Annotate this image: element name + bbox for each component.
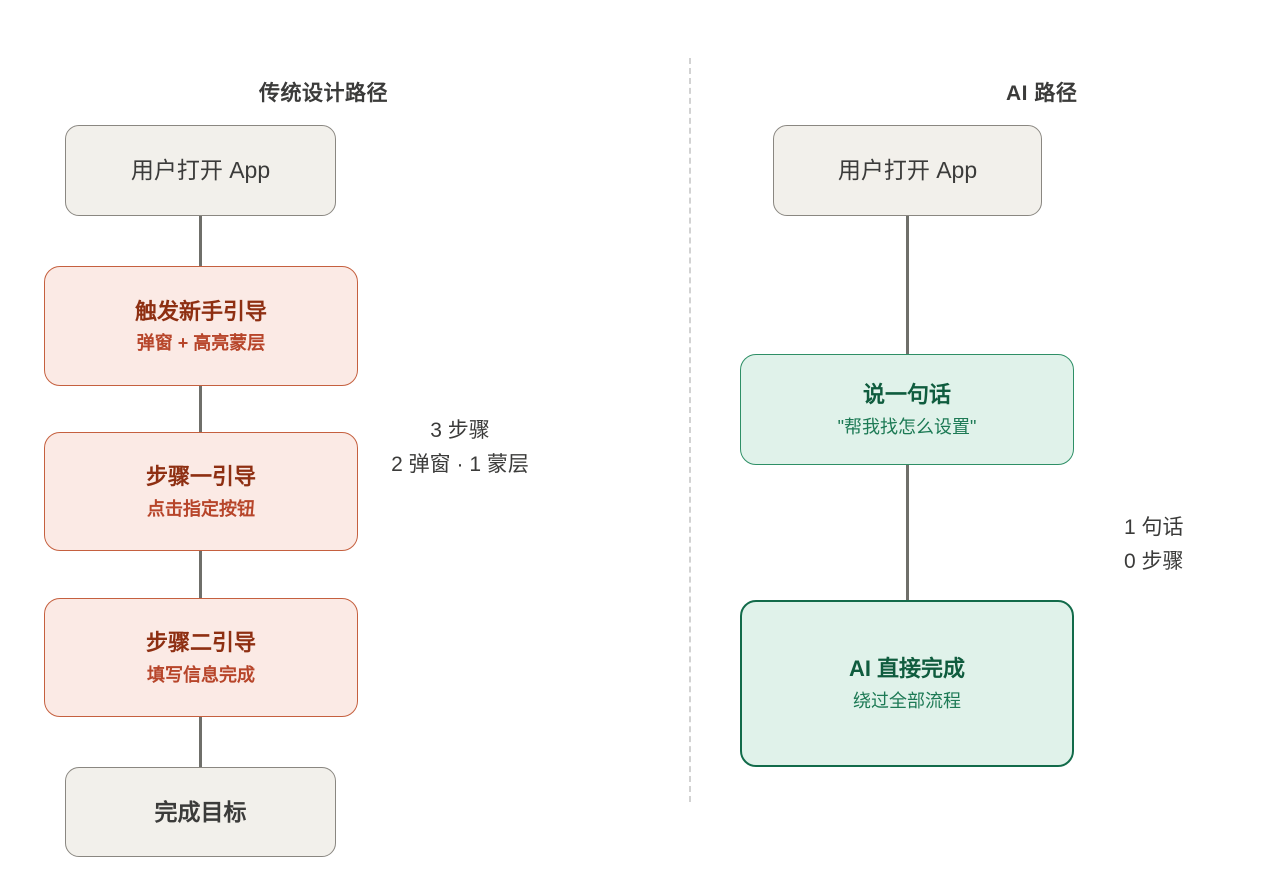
node-title: 完成目标: [154, 798, 247, 825]
node-legacy-step-two[interactable]: 步骤二引导 填写信息完成: [44, 598, 358, 717]
node-subtitle: "帮我找怎么设置": [837, 416, 977, 437]
connector-legacy-1-2: [199, 215, 202, 268]
annotation-line-1: 1 句话: [1124, 516, 1184, 539]
annotation-line-2: 0 步骤: [1124, 550, 1184, 574]
node-ai-direct-complete[interactable]: AI 直接完成 绕过全部流程: [740, 600, 1074, 767]
connector-ai-1-2: [906, 215, 909, 354]
annotation-legacy-cost: 3 步骤 2 弹窗 · 1 蒙层: [380, 414, 540, 482]
annotation-line-1: 3 步骤: [430, 419, 490, 442]
node-title: 步骤一引导: [145, 464, 256, 489]
node-title: 说一句话: [862, 382, 951, 407]
annotation-ai-cost: 1 句话 0 步骤: [1124, 511, 1184, 579]
node-subtitle: 点击指定按钮: [147, 498, 255, 519]
column-header-legacy: 传统设计路径: [259, 82, 388, 105]
node-legacy-open-app[interactable]: 用户打开 App: [65, 125, 336, 216]
annotation-line-2: 2 弹窗 · 1 蒙层: [391, 453, 529, 477]
node-ai-say-one-sentence[interactable]: 说一句话 "帮我找怎么设置": [740, 354, 1074, 465]
column-header-ai: AI 路径: [1006, 82, 1078, 105]
node-title: 触发新手引导: [134, 298, 267, 324]
node-title: AI 直接完成: [848, 656, 966, 681]
node-ai-open-app[interactable]: 用户打开 App: [773, 125, 1042, 216]
connector-legacy-2-3: [199, 385, 202, 435]
node-title: 用户打开 App: [130, 157, 271, 184]
node-subtitle: 填写信息完成: [147, 664, 255, 685]
node-subtitle: 绕过全部流程: [853, 690, 961, 711]
column-divider: [689, 58, 691, 802]
connector-ai-2-3: [906, 464, 909, 601]
node-legacy-step-one[interactable]: 步骤一引导 点击指定按钮: [44, 432, 358, 551]
node-title: 步骤二引导: [145, 630, 256, 655]
node-legacy-goal-complete[interactable]: 完成目标: [65, 767, 336, 857]
connector-legacy-4-5: [199, 716, 202, 768]
node-subtitle: 弹窗 + 高亮蒙层: [136, 333, 266, 353]
node-title: 用户打开 App: [837, 157, 978, 184]
node-legacy-trigger-onboarding[interactable]: 触发新手引导 弹窗 + 高亮蒙层: [44, 266, 358, 386]
connector-legacy-3-4: [199, 550, 202, 600]
